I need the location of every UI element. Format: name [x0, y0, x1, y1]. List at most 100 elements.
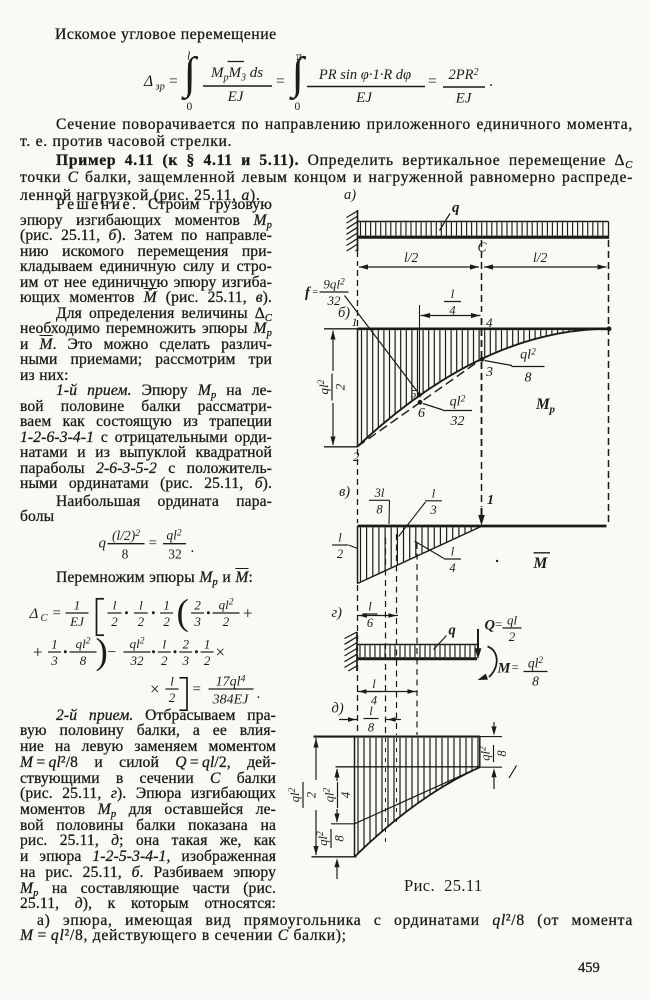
svg-text:2: 2	[161, 653, 168, 668]
svg-text:l: l	[338, 531, 342, 545]
svg-text:=: =	[149, 536, 157, 552]
svg-text:384EJ: 384EJ	[212, 693, 250, 708]
svg-text:0: 0	[295, 101, 301, 113]
svg-text:EJ: EJ	[355, 90, 373, 106]
svg-text:q: q	[452, 200, 460, 216]
svg-text:2: 2	[182, 637, 189, 652]
svg-text:×: ×	[150, 680, 160, 699]
svg-text:=: =	[276, 73, 285, 90]
svg-text:8: 8	[122, 547, 129, 562]
svg-text:1: 1	[204, 637, 211, 652]
svg-text:2: 2	[138, 614, 145, 629]
svg-text:M: M	[497, 661, 512, 677]
svg-text:∫: ∫	[289, 48, 307, 101]
svg-text:2: 2	[111, 614, 118, 629]
svg-text:C: C	[478, 240, 488, 255]
svg-text:8: 8	[376, 503, 383, 517]
svg-text:ql2: ql2	[288, 788, 302, 803]
svg-text:4: 4	[339, 792, 353, 798]
svg-text:l: l	[113, 598, 117, 613]
svg-text:4: 4	[449, 304, 455, 318]
svg-text:f: f	[305, 285, 312, 301]
svg-text:π: π	[296, 49, 302, 63]
svg-text:EJ: EJ	[227, 89, 245, 105]
svg-text:Q: Q	[485, 618, 496, 634]
svg-text:зр: зр	[155, 82, 165, 93]
svg-text:3: 3	[485, 365, 493, 380]
svg-text:6: 6	[418, 406, 425, 421]
svg-text:а): а)	[344, 187, 356, 203]
svg-text:q: q	[99, 536, 107, 552]
svg-text:=: =	[53, 606, 61, 622]
svg-text:4: 4	[486, 315, 493, 330]
svg-text:2: 2	[333, 383, 348, 390]
svg-text:): )	[96, 632, 108, 673]
svg-text:.: .	[191, 540, 195, 556]
svg-text:l: l	[139, 598, 143, 613]
svg-text:=: =	[495, 617, 502, 632]
svg-text:ql2: ql2	[76, 636, 91, 651]
svg-text:Рис. 25.11: Рис. 25.11	[404, 876, 483, 895]
svg-text:ql2: ql2	[520, 347, 536, 362]
svg-text:3: 3	[181, 653, 189, 668]
svg-text:M: M	[535, 396, 551, 413]
svg-text:4: 4	[371, 694, 377, 708]
svg-text:2: 2	[353, 449, 360, 464]
svg-text:l: l	[372, 677, 376, 691]
svg-text:l: l	[162, 637, 166, 652]
svg-text:2: 2	[169, 690, 176, 705]
svg-text:l: l	[451, 545, 455, 559]
svg-text:2: 2	[204, 653, 211, 668]
svg-text:Δ: Δ	[143, 73, 153, 90]
svg-text:q: q	[449, 623, 456, 639]
svg-text:=: =	[512, 660, 519, 675]
svg-text:3: 3	[193, 614, 201, 629]
svg-text:×: ×	[216, 643, 226, 662]
svg-text:32: 32	[130, 653, 145, 668]
svg-text:2: 2	[305, 792, 319, 798]
svg-text:1: 1	[74, 598, 81, 613]
svg-text:l: l	[432, 486, 436, 500]
svg-text:.: .	[489, 73, 493, 90]
svg-text:l: l	[369, 704, 373, 718]
svg-text:9ql2: 9ql2	[323, 277, 345, 292]
svg-text:1: 1	[352, 315, 358, 329]
svg-text:MpM3 ds: MpM3 ds	[210, 65, 263, 83]
svg-text:l: l	[368, 600, 372, 614]
svg-text:=: =	[193, 682, 201, 698]
svg-text:.: .	[257, 686, 261, 702]
svg-text:б): б)	[338, 305, 350, 321]
svg-text:l: l	[170, 674, 174, 689]
svg-text:ql2: ql2	[219, 597, 234, 612]
svg-text:Δ: Δ	[29, 606, 39, 622]
svg-text:17ql4: 17ql4	[216, 674, 246, 689]
svg-text:l/2: l/2	[404, 250, 419, 265]
svg-text:(: (	[177, 593, 189, 634]
svg-text:ql: ql	[507, 613, 518, 628]
svg-text:1: 1	[51, 637, 58, 652]
svg-text:2: 2	[163, 614, 170, 629]
svg-text:32: 32	[168, 547, 182, 562]
svg-text:PR sin φ·1·R dφ: PR sin φ·1·R dφ	[318, 67, 411, 83]
svg-text:2: 2	[223, 614, 230, 629]
svg-text:l: l	[451, 287, 455, 301]
svg-text:2: 2	[337, 547, 343, 561]
svg-text:ql2: ql2	[528, 655, 544, 670]
svg-text:2PR2: 2PR2	[449, 67, 479, 83]
svg-text:0: 0	[187, 101, 193, 113]
svg-text:2: 2	[509, 629, 516, 644]
svg-text:32: 32	[450, 414, 465, 429]
svg-text:3l: 3l	[374, 486, 385, 500]
svg-text:EJ: EJ	[455, 91, 473, 107]
svg-text:8: 8	[80, 653, 87, 668]
svg-text:+: +	[243, 604, 253, 623]
svg-text:г): г)	[332, 605, 343, 621]
svg-text:6: 6	[367, 616, 374, 630]
svg-text:ql2: ql2	[130, 636, 145, 651]
svg-text:(l/2)2: (l/2)2	[112, 528, 140, 543]
svg-text:3: 3	[429, 503, 436, 517]
svg-text:8: 8	[495, 750, 509, 757]
svg-text:в): в)	[339, 484, 350, 500]
svg-text:ql2: ql2	[166, 528, 182, 543]
svg-text:=: =	[428, 73, 437, 90]
